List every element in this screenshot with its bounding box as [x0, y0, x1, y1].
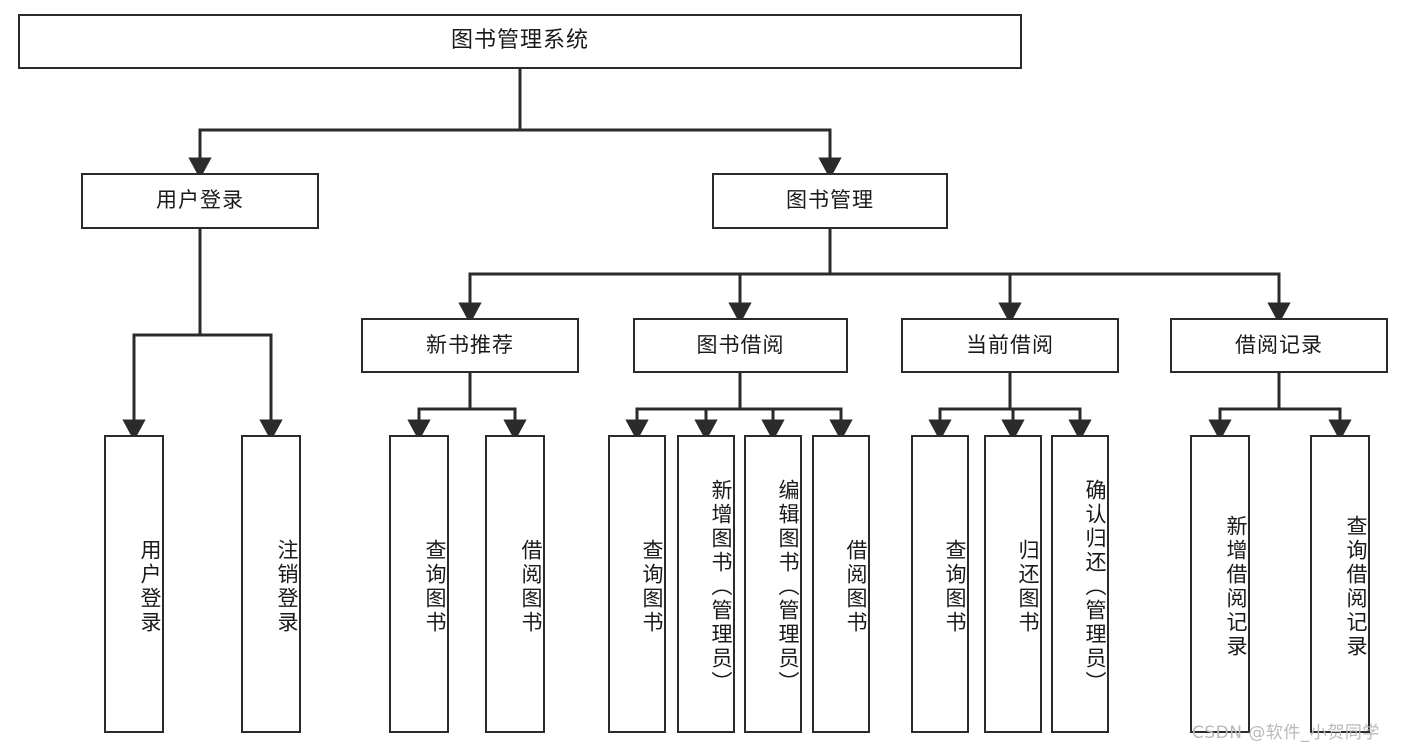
node-label: 查询图书: [640, 539, 664, 635]
leaf-borrow-books-newbook[interactable]: 借阅图书: [485, 435, 545, 733]
leaf-return-books[interactable]: 归还图书: [984, 435, 1042, 733]
node-label: 用户登录: [138, 539, 162, 635]
node-label: 确认归还（管理员）: [1083, 479, 1107, 695]
node-label: 查询图书: [423, 539, 447, 635]
node-label: 注销登录: [275, 539, 299, 635]
node-label: 新增图书（管理员）: [709, 479, 733, 695]
node-label: 归还图书: [1016, 539, 1040, 635]
leaf-edit-book-admin[interactable]: 编辑图书（管理员）: [744, 435, 802, 733]
leaf-add-borrow-record[interactable]: 新增借阅记录: [1190, 435, 1250, 733]
node-book-management[interactable]: 图书管理: [712, 173, 948, 229]
leaf-logout[interactable]: 注销登录: [241, 435, 301, 733]
leaf-add-book-admin[interactable]: 新增图书（管理员）: [677, 435, 735, 733]
node-current-borrowing[interactable]: 当前借阅: [901, 318, 1119, 373]
node-new-book-recommendation[interactable]: 新书推荐: [361, 318, 579, 373]
csdn-watermark: CSDN @软件_小贺同学: [1192, 723, 1380, 743]
leaf-borrow-books[interactable]: 借阅图书: [812, 435, 870, 733]
node-user-login[interactable]: 用户登录: [81, 173, 319, 229]
node-label: 借阅图书: [519, 539, 543, 635]
node-label: 借阅记录: [1235, 332, 1323, 357]
node-label: 查询借阅记录: [1344, 515, 1368, 659]
node-label: 编辑图书（管理员）: [776, 479, 800, 695]
node-root-book-management-system[interactable]: 图书管理系统: [18, 14, 1022, 69]
node-label: 新增借阅记录: [1224, 515, 1248, 659]
node-label: 查询图书: [943, 539, 967, 635]
node-label: 图书管理: [786, 188, 874, 213]
node-borrowing-records[interactable]: 借阅记录: [1170, 318, 1388, 373]
node-label: 图书借阅: [696, 332, 785, 357]
node-label: 当前借阅: [966, 332, 1054, 357]
node-label: 图书管理系统: [450, 28, 589, 54]
leaf-query-books-borrow[interactable]: 查询图书: [608, 435, 666, 733]
leaf-query-borrow-record[interactable]: 查询借阅记录: [1310, 435, 1370, 733]
node-label: 借阅图书: [844, 539, 868, 635]
node-label: 新书推荐: [426, 332, 514, 357]
leaf-query-books-current[interactable]: 查询图书: [911, 435, 969, 733]
node-label: 用户登录: [156, 188, 244, 213]
leaf-query-books-newbook[interactable]: 查询图书: [389, 435, 449, 733]
leaf-user-login[interactable]: 用户登录: [104, 435, 164, 733]
leaf-confirm-return-admin[interactable]: 确认归还（管理员）: [1051, 435, 1109, 733]
node-book-borrowing[interactable]: 图书借阅: [633, 318, 848, 373]
